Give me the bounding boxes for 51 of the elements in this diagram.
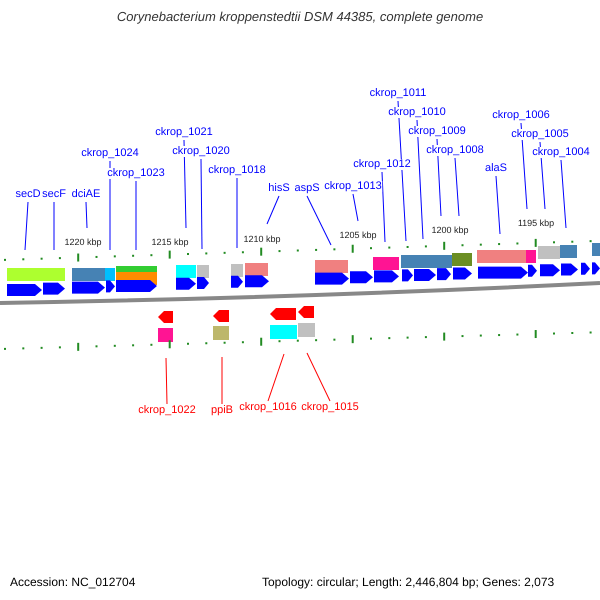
gene-label: ckrop_1022 xyxy=(138,405,196,416)
leader-line xyxy=(352,194,358,222)
leader-line xyxy=(166,358,168,404)
leader-line xyxy=(184,140,186,228)
tick-label: 1220 kbp xyxy=(64,238,102,247)
tick-label: 1215 kbp xyxy=(151,238,189,247)
tick-label: 1195 kbp xyxy=(518,219,554,228)
footer-text: Topology: circular; Length: 2,446,804 bp; Genes: 2,073 xyxy=(262,576,554,588)
gene-label: ckrop_1010 xyxy=(388,107,446,118)
gene-label: alaS xyxy=(484,163,508,174)
gene-label: secD xyxy=(15,189,41,200)
gene-label: ppiB xyxy=(210,405,234,416)
leader-line xyxy=(496,176,500,234)
tick-label: 1210 kbp xyxy=(243,235,281,244)
leader-line xyxy=(268,354,284,402)
gene-label: ckrop_1013 xyxy=(324,181,382,192)
leader-line xyxy=(236,178,238,248)
footer-text: Accession: NC_012704 xyxy=(10,576,136,588)
leader-line xyxy=(416,120,424,240)
leader-line xyxy=(86,202,88,228)
gene-label: hisS xyxy=(268,183,290,194)
gene-label: ckrop_1009 xyxy=(408,126,466,137)
gene-label: ckrop_1005 xyxy=(511,129,569,140)
leader-line xyxy=(306,196,332,246)
leader-line xyxy=(24,202,28,250)
gene-label: ckrop_1008 xyxy=(426,145,484,156)
gene-label: aspS xyxy=(294,183,320,194)
gene-label: ckrop_1024 xyxy=(81,148,139,159)
gene-label: ckrop_1023 xyxy=(107,168,165,179)
leader-line xyxy=(454,158,460,216)
tick-label: 1200 kbp xyxy=(431,226,469,235)
leader-line xyxy=(560,160,566,228)
leader-line xyxy=(382,172,386,242)
leader-line xyxy=(266,196,280,224)
gene-label: ckrop_1004 xyxy=(532,147,590,158)
gene-label: ckrop_1015 xyxy=(301,402,359,413)
leader-line xyxy=(436,138,442,216)
title: Corynebacterium kroppenstedtii DSM 44385, complete genome xyxy=(116,10,484,23)
gene-label: dciAE xyxy=(72,189,100,200)
leader-line xyxy=(306,352,330,402)
gene-label: ckrop_1018 xyxy=(208,165,266,176)
gene-label: ckrop_1006 xyxy=(492,110,550,121)
gene-label: ckrop_1016 xyxy=(239,402,297,413)
leader-line xyxy=(200,158,202,250)
gene-label: ckrop_1021 xyxy=(155,127,213,138)
leader-line xyxy=(520,122,528,210)
gene-label: ckrop_1012 xyxy=(353,159,411,170)
gene-label: ckrop_1020 xyxy=(172,146,230,157)
gene-label: secF xyxy=(42,189,66,200)
tick-label: 1205 kbp xyxy=(339,231,377,240)
gene-label: ckrop_1011 xyxy=(370,88,426,99)
